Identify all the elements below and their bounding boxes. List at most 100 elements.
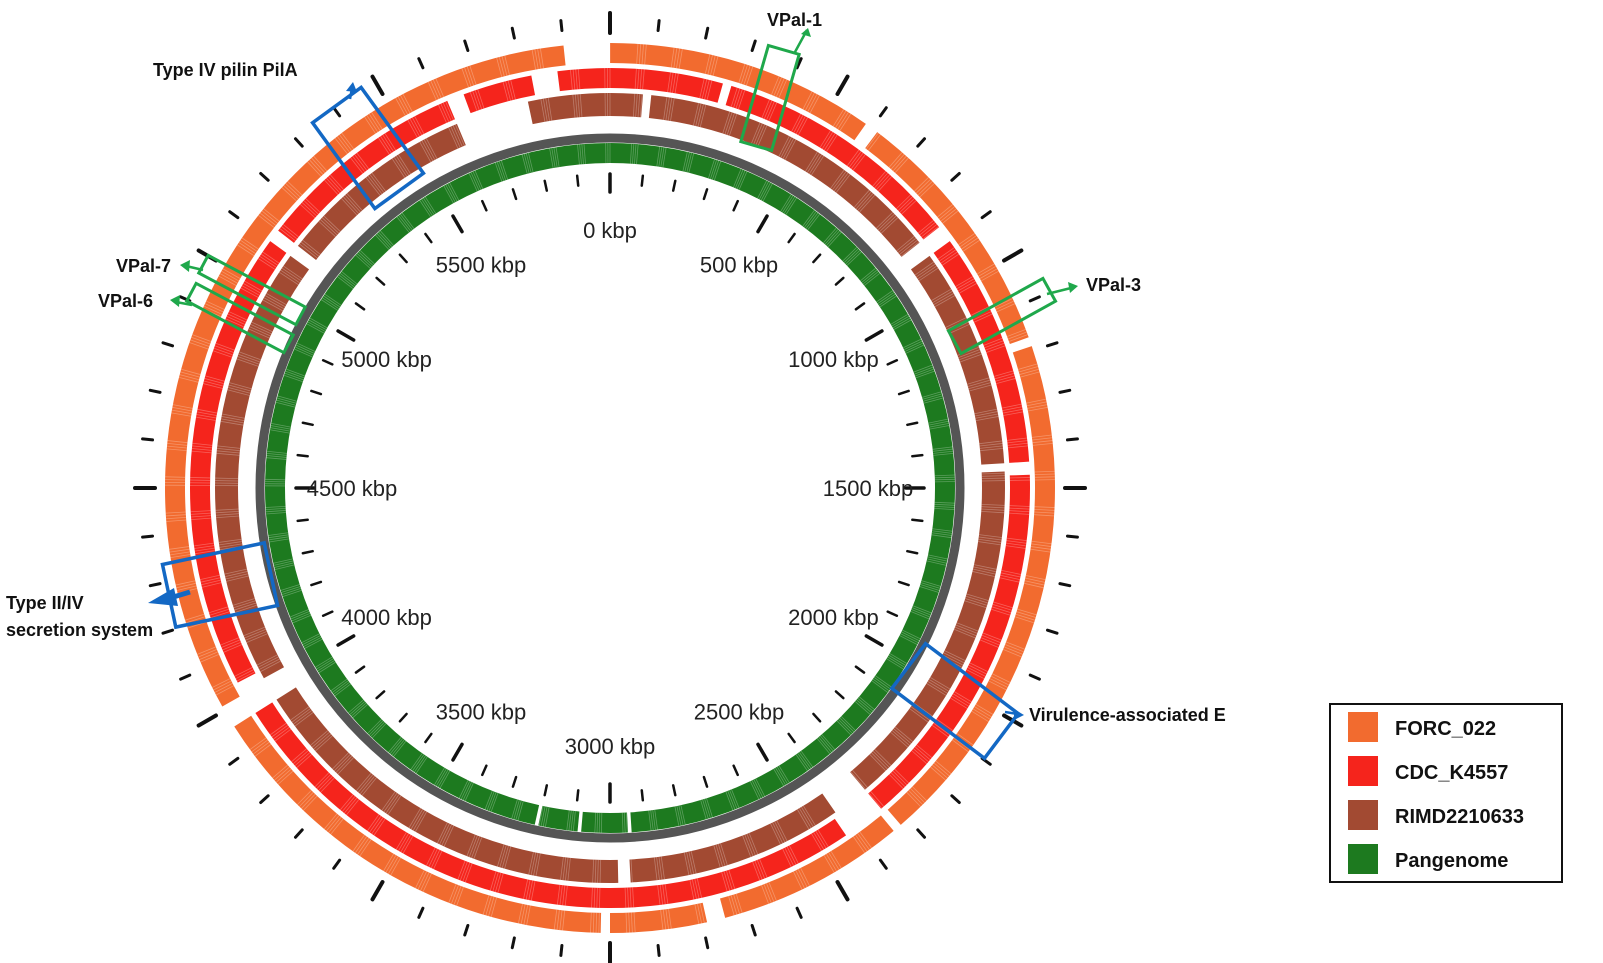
inner-tick <box>834 690 845 700</box>
outer-tick <box>332 858 342 870</box>
inner-tick <box>732 764 739 777</box>
outer-tick <box>148 582 162 588</box>
inner-tick <box>296 518 309 523</box>
outer-tick <box>1045 628 1059 635</box>
inner-tick <box>398 253 408 264</box>
track-segment <box>463 75 536 114</box>
inner-tick <box>906 549 919 555</box>
inner-tick <box>911 453 924 458</box>
vpal-3-label: VPal-3 <box>1086 275 1141 295</box>
scale-label: 3500 kbp <box>436 699 527 724</box>
outer-tick <box>1028 673 1041 681</box>
outer-tick <box>228 756 240 766</box>
scale-label: 2000 kbp <box>788 605 879 630</box>
outer-tick <box>656 943 661 957</box>
vpal-6-label: VPal-6 <box>98 291 153 311</box>
track-rimd2210633 <box>214 93 1005 883</box>
annotation-vpal-7: VPal-7 <box>116 253 308 327</box>
outer-tick <box>148 388 162 394</box>
inner-tick <box>702 188 709 201</box>
outer-tick <box>795 57 803 70</box>
track-segment <box>610 93 644 118</box>
track-segment <box>610 902 708 933</box>
inner-tick <box>575 789 580 802</box>
outer-tick <box>259 794 270 804</box>
legend-item-pangenome: Pangenome <box>1348 844 1508 874</box>
outer-tick <box>332 106 342 118</box>
outer-tick <box>835 880 850 902</box>
outer-tick <box>1045 341 1059 348</box>
track-segment <box>648 95 920 257</box>
inner-tick <box>310 389 323 396</box>
legend-label: RIMD2210633 <box>1395 806 1524 828</box>
inner-tick <box>336 634 356 647</box>
track-segment <box>719 815 894 918</box>
inner-tick <box>451 742 464 762</box>
outer-tick <box>950 794 961 804</box>
inner-tick <box>640 789 645 802</box>
scale-label: 500 kbp <box>700 253 778 278</box>
legend-item-cdc: CDC_K4557 <box>1348 756 1508 786</box>
scale-label: 2500 kbp <box>694 699 785 724</box>
outer-tick <box>750 39 757 53</box>
inner-tick-marks <box>294 172 926 804</box>
outer-tick <box>1065 437 1079 442</box>
annotation-type-iv-pilin: Type IV pilin PilA <box>153 60 426 211</box>
inner-tick <box>854 302 866 311</box>
track-segment <box>189 241 287 683</box>
outer-tick <box>179 673 192 681</box>
inner-tick <box>354 302 366 311</box>
legend-label: FORC_022 <box>1395 718 1496 740</box>
track-forc-022 <box>165 43 1055 933</box>
outer-tick <box>750 923 757 937</box>
track-texture <box>190 68 1030 908</box>
legend-label: Pangenome <box>1395 850 1508 872</box>
legend: FORC_022 CDC_K4557 RIMD2210633 Pangenome <box>1329 703 1563 883</box>
scale-label: 4000 kbp <box>341 605 432 630</box>
inner-tick <box>481 764 488 777</box>
track-segment <box>629 793 836 883</box>
track-segment <box>610 43 866 141</box>
inner-tick <box>756 742 769 762</box>
scale-label: 5000 kbp <box>341 347 432 372</box>
scale-label: 3000 kbp <box>565 734 656 759</box>
inner-tick <box>375 276 386 286</box>
outer-tick <box>370 880 385 902</box>
inner-tick <box>702 775 709 788</box>
inner-tick <box>812 253 822 264</box>
outer-tick <box>259 172 270 182</box>
inner-tick <box>336 329 356 342</box>
inner-tick <box>911 518 924 523</box>
track-segment <box>610 68 723 103</box>
inner-tick <box>375 690 386 700</box>
inner-tick <box>511 188 518 201</box>
inner-tick <box>575 174 580 187</box>
outer-tick <box>370 74 385 96</box>
outer-tick <box>916 137 926 148</box>
inner-tick <box>543 179 549 192</box>
inner-tick <box>424 732 433 744</box>
legend-swatch <box>1348 800 1378 830</box>
track-segment <box>910 255 1005 465</box>
outer-tick <box>1058 388 1072 394</box>
track-texture <box>265 143 955 833</box>
outer-tick <box>294 828 304 839</box>
outer-tick <box>196 713 218 728</box>
inner-tick <box>296 453 309 458</box>
inner-tick <box>671 784 677 797</box>
inner-tick <box>424 232 433 244</box>
inner-tick <box>398 712 408 723</box>
inner-tick <box>812 712 822 723</box>
inner-tick <box>543 784 549 797</box>
track-segment <box>865 132 1029 345</box>
outer-tick <box>916 828 926 839</box>
outer-tick <box>1065 534 1079 539</box>
outer-tick <box>161 628 175 635</box>
track-segment <box>557 68 610 92</box>
track-segment <box>214 255 310 679</box>
inner-tick <box>640 174 645 187</box>
vpal-1-label: VPal-1 <box>767 10 822 30</box>
outer-tick <box>704 26 710 40</box>
annotation-type-ii-iv-secretion: Type II/IV secretion system <box>6 540 280 640</box>
